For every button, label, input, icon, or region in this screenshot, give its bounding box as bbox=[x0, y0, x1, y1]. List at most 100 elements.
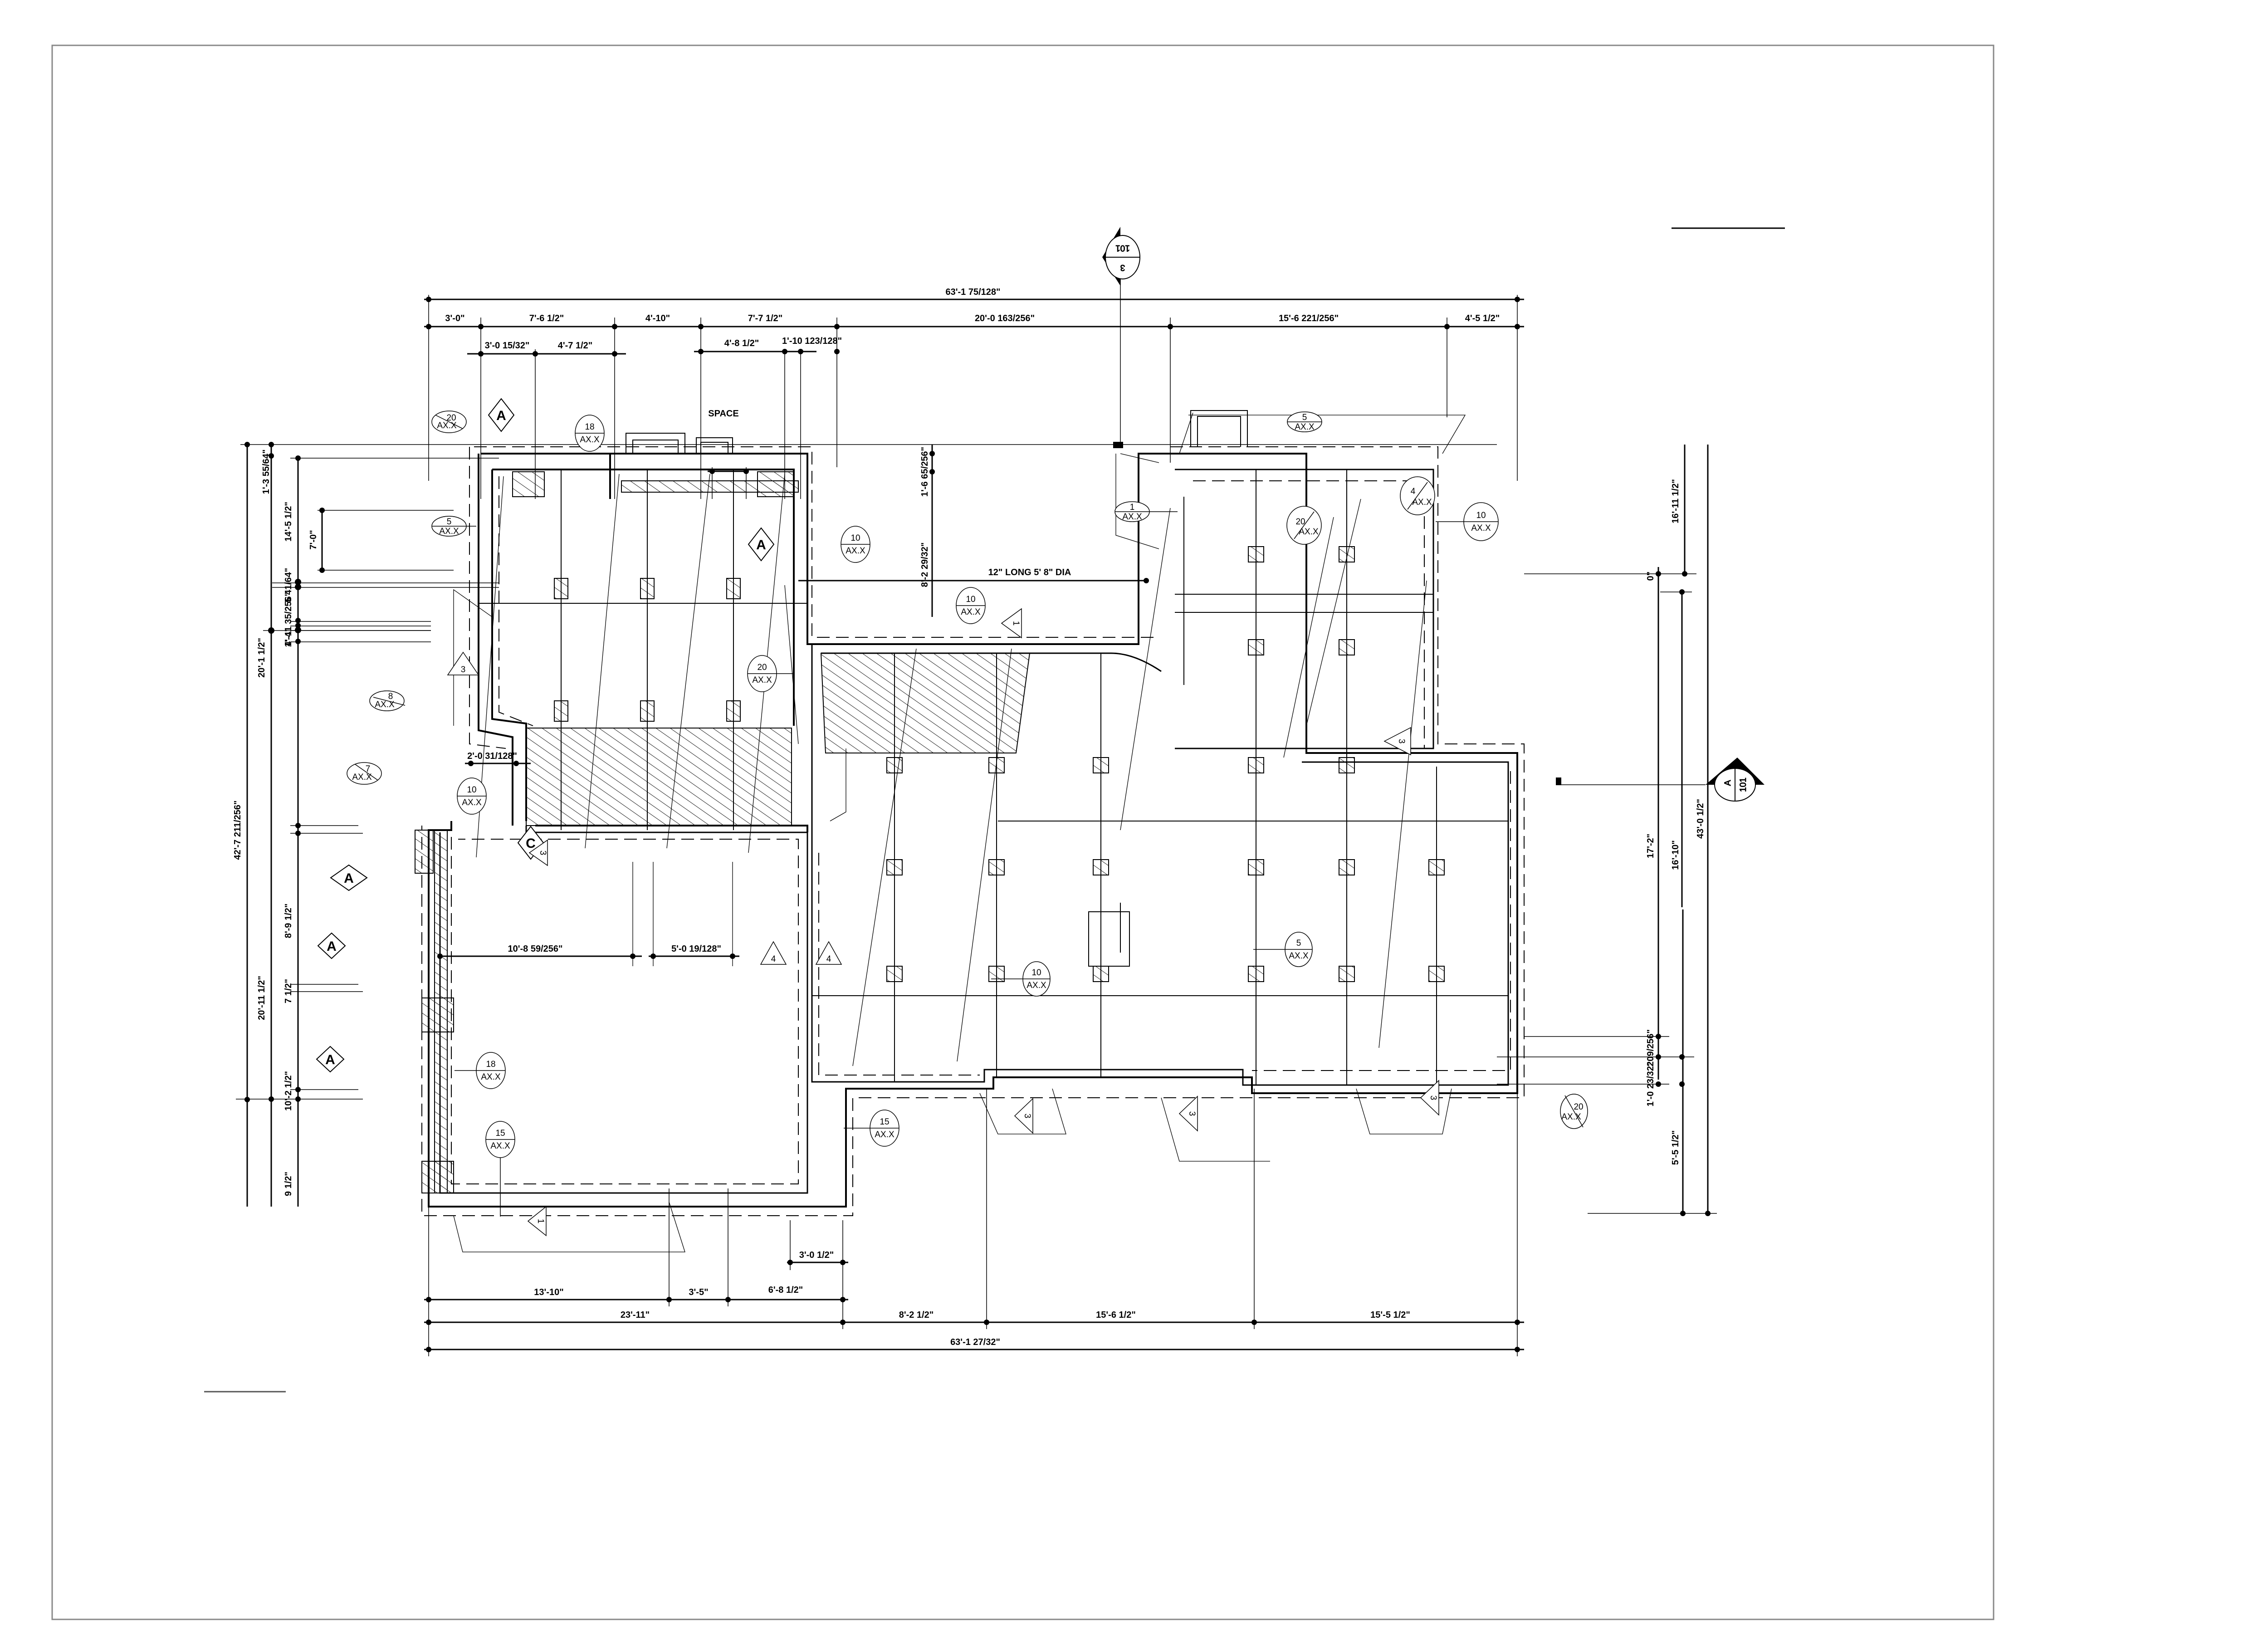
svg-text:AX.X: AX.X bbox=[961, 607, 981, 617]
svg-text:20'-11 1/2": 20'-11 1/2" bbox=[257, 976, 267, 1020]
svg-text:C: C bbox=[526, 836, 536, 851]
svg-text:2'-0 31/128": 2'-0 31/128" bbox=[467, 751, 517, 761]
svg-text:5: 5 bbox=[1296, 939, 1301, 948]
svg-text:AX.X: AX.X bbox=[375, 700, 395, 709]
right-dimensions bbox=[1497, 445, 1717, 1216]
svg-text:AX.X: AX.X bbox=[1561, 1112, 1581, 1122]
section-marker-right-letter: A bbox=[1723, 780, 1733, 786]
svg-text:20'-0 163/256": 20'-0 163/256" bbox=[975, 313, 1035, 323]
svg-text:17'-2": 17'-2" bbox=[1646, 834, 1656, 858]
svg-text:20: 20 bbox=[446, 413, 456, 423]
svg-text:20: 20 bbox=[1295, 517, 1305, 527]
svg-text:1'-4": 1'-4" bbox=[284, 627, 293, 647]
svg-text:10: 10 bbox=[467, 785, 476, 795]
svg-text:AX.X: AX.X bbox=[1289, 951, 1309, 961]
svg-text:3'-0": 3'-0" bbox=[445, 313, 464, 323]
svg-text:16'-11 1/2": 16'-11 1/2" bbox=[1671, 479, 1681, 523]
svg-text:5 41/64": 5 41/64" bbox=[284, 568, 293, 602]
svg-text:10: 10 bbox=[1476, 511, 1486, 520]
svg-text:4'-8 1/2": 4'-8 1/2" bbox=[724, 338, 759, 348]
svg-text:3: 3 bbox=[538, 851, 547, 856]
svg-text:18: 18 bbox=[486, 1060, 495, 1069]
svg-text:7: 7 bbox=[366, 764, 371, 774]
svg-text:5: 5 bbox=[447, 517, 452, 527]
svg-text:4'-7 1/2": 4'-7 1/2" bbox=[558, 341, 593, 351]
svg-text:A: A bbox=[496, 408, 506, 423]
svg-text:15: 15 bbox=[495, 1129, 505, 1138]
svg-text:SPACE: SPACE bbox=[708, 409, 738, 419]
svg-text:23'-11": 23'-11" bbox=[621, 1310, 650, 1320]
svg-text:AX.X: AX.X bbox=[1412, 498, 1432, 507]
svg-text:4'-10": 4'-10" bbox=[645, 313, 670, 323]
svg-text:3: 3 bbox=[1187, 1111, 1197, 1116]
svg-text:18: 18 bbox=[585, 422, 594, 432]
svg-text:7 1/2": 7 1/2" bbox=[284, 979, 293, 1003]
section-marker-top-sheet: 101 bbox=[1115, 243, 1130, 253]
svg-text:10'-8 59/256": 10'-8 59/256" bbox=[508, 944, 563, 954]
svg-text:1: 1 bbox=[536, 1219, 545, 1224]
svg-text:5'-0 19/128": 5'-0 19/128" bbox=[671, 944, 721, 954]
svg-text:4: 4 bbox=[1411, 487, 1416, 496]
svg-text:AX.X: AX.X bbox=[1026, 981, 1046, 990]
foundation-walls bbox=[415, 453, 1518, 1208]
svg-text:A: A bbox=[344, 871, 354, 886]
svg-text:15'-6 221/256": 15'-6 221/256" bbox=[1279, 313, 1339, 323]
svg-text:1: 1 bbox=[1011, 621, 1021, 626]
svg-text:AX.X: AX.X bbox=[352, 772, 372, 782]
svg-text:AX.X: AX.X bbox=[580, 435, 600, 445]
svg-text:8'-9 1/2": 8'-9 1/2" bbox=[284, 904, 293, 939]
svg-text:8: 8 bbox=[388, 692, 393, 701]
top-dimensions bbox=[424, 295, 1524, 499]
svg-text:8'-2 1/2": 8'-2 1/2" bbox=[899, 1310, 934, 1320]
svg-text:15: 15 bbox=[880, 1117, 889, 1127]
section-marker-right: A 101 bbox=[1560, 758, 1765, 802]
svg-text:42'-7 211/256": 42'-7 211/256" bbox=[233, 800, 243, 860]
svg-text:AX.X: AX.X bbox=[490, 1141, 510, 1151]
svg-text:13'-10": 13'-10" bbox=[534, 1287, 563, 1297]
svg-text:20: 20 bbox=[757, 663, 767, 672]
diamond-tags: A A A A A C bbox=[316, 398, 775, 1073]
svg-text:12" LONG 5' 8" DIA: 12" LONG 5' 8" DIA bbox=[988, 567, 1071, 577]
svg-text:3: 3 bbox=[1397, 739, 1406, 744]
svg-text:10'-2 1/2": 10'-2 1/2" bbox=[284, 1071, 293, 1111]
svg-text:AX.X: AX.X bbox=[1122, 512, 1142, 522]
svg-text:AX.X: AX.X bbox=[439, 527, 459, 536]
svg-text:AX.X: AX.X bbox=[1295, 422, 1315, 432]
triangle-tags: 3 3 3 3 3 3 1 1 4 4 bbox=[447, 608, 1439, 1237]
svg-text:1'-6 65/256": 1'-6 65/256" bbox=[920, 447, 930, 497]
interior-dimensions bbox=[437, 445, 1149, 966]
svg-text:4: 4 bbox=[826, 954, 831, 964]
svg-text:AX.X: AX.X bbox=[752, 675, 772, 685]
drawing-border bbox=[51, 44, 1994, 1620]
svg-text:0": 0" bbox=[1646, 572, 1656, 581]
svg-text:4'-5 1/2": 4'-5 1/2" bbox=[1465, 313, 1500, 323]
svg-text:43'-0 1/2": 43'-0 1/2" bbox=[1696, 799, 1706, 839]
svg-text:A: A bbox=[325, 1052, 335, 1067]
svg-text:1'-10 123/128": 1'-10 123/128" bbox=[782, 336, 842, 346]
svg-text:A: A bbox=[756, 538, 766, 552]
svg-text:1'-3 55/64": 1'-3 55/64" bbox=[261, 450, 271, 494]
bottom-dimensions bbox=[424, 1089, 1524, 1356]
svg-text:7'-0": 7'-0" bbox=[308, 530, 318, 549]
svg-text:1: 1 bbox=[1130, 503, 1135, 512]
svg-text:15'-5 1/2": 15'-5 1/2" bbox=[1370, 1310, 1410, 1320]
dimension-labels: 63'-1 75/128" 3'-0" 7'-6 1/2" 4'-10" 7'-… bbox=[233, 287, 1706, 1347]
svg-text:AX.X: AX.X bbox=[481, 1072, 501, 1082]
section-marker-top-number: 3 bbox=[1120, 263, 1125, 272]
svg-text:15'-6 1/2": 15'-6 1/2" bbox=[1096, 1310, 1136, 1320]
svg-text:20: 20 bbox=[1574, 1102, 1583, 1112]
svg-text:10: 10 bbox=[850, 533, 860, 543]
svg-text:3'-0 1/2": 3'-0 1/2" bbox=[799, 1250, 834, 1260]
beam-lines bbox=[479, 469, 1508, 1085]
section-marker-top: 101 3 bbox=[1102, 227, 1140, 447]
svg-text:AX.X: AX.X bbox=[875, 1130, 894, 1139]
section-marker-right-sheet: 101 bbox=[1739, 777, 1748, 792]
svg-text:3'-0 15/32": 3'-0 15/32" bbox=[485, 341, 530, 351]
svg-text:63'-1 27/32": 63'-1 27/32" bbox=[950, 1337, 1000, 1347]
svg-text:10: 10 bbox=[966, 595, 975, 604]
svg-text:AX.X: AX.X bbox=[437, 421, 457, 430]
left-dimensions bbox=[236, 442, 1497, 1207]
